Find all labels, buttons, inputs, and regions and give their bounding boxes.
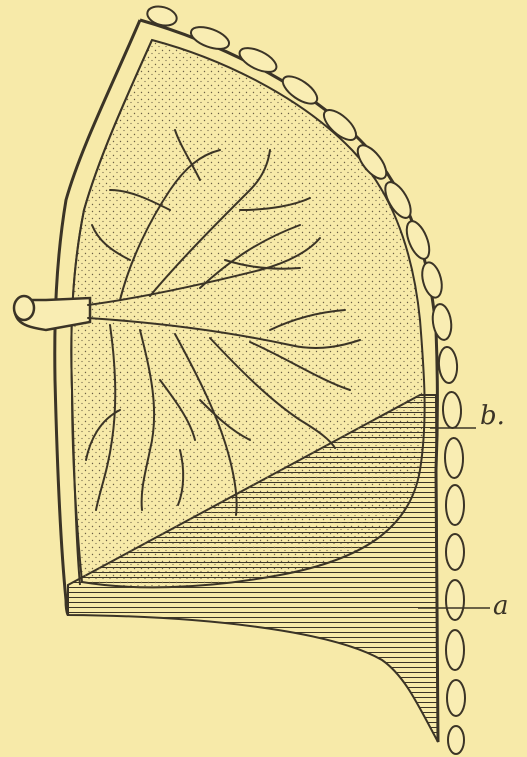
figure-label-b: b. xyxy=(480,403,505,429)
figure-label-a: a xyxy=(493,593,509,619)
bronchus-opening xyxy=(14,296,34,320)
lung-shadow xyxy=(71,40,424,587)
